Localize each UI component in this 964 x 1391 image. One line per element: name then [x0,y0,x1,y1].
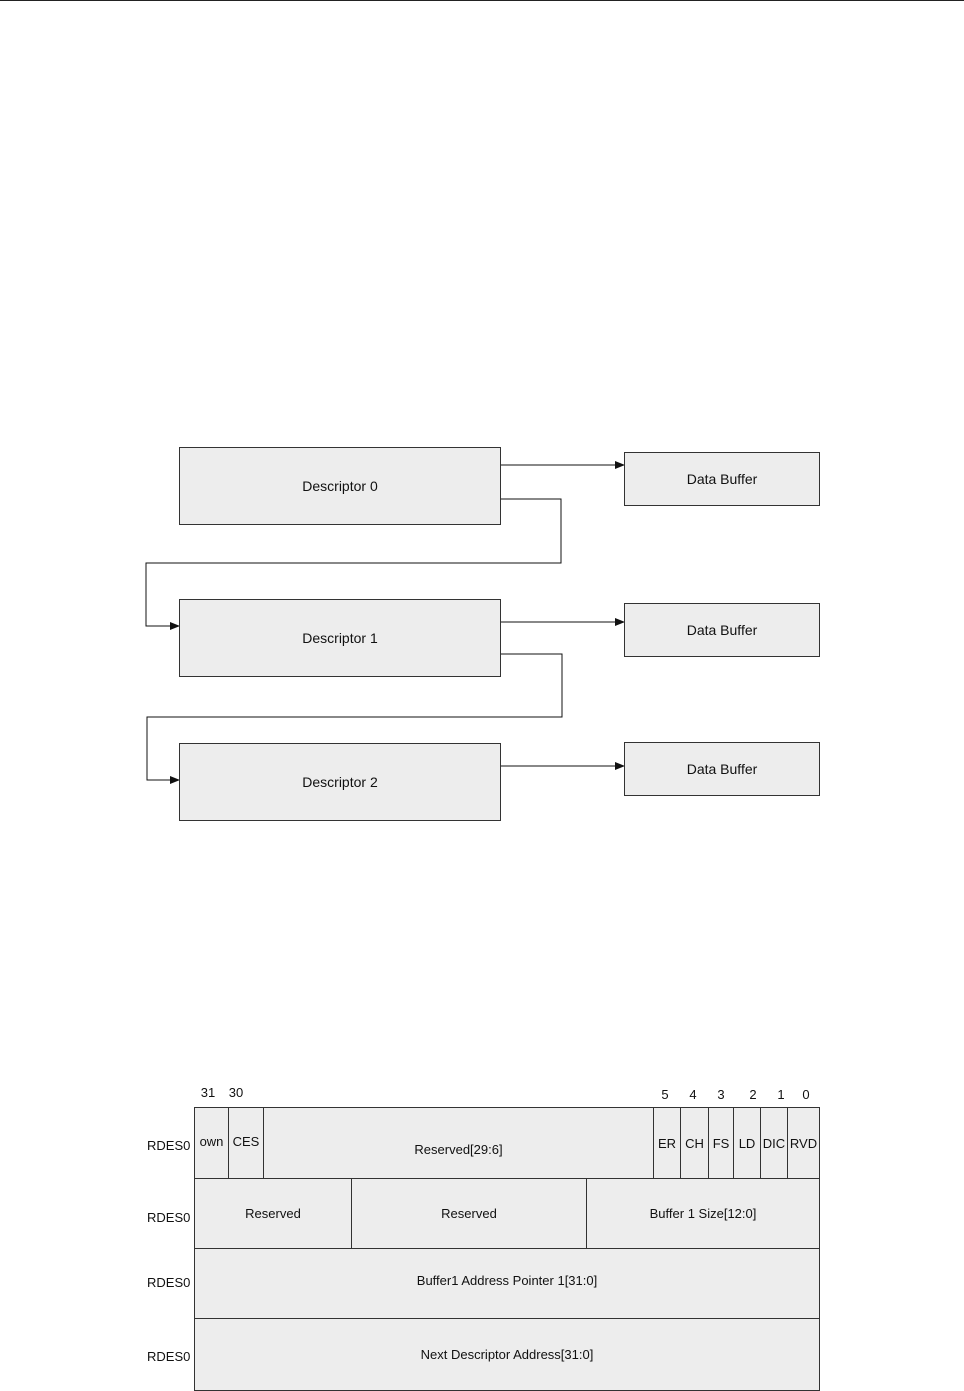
data-buffer-0-label: Data Buffer [686,471,758,487]
row-label-3: RDES0 [147,1349,191,1364]
field-ch: CH [680,1107,709,1179]
field-dic: DIC [760,1107,788,1179]
descriptor-0-box: Descriptor 0 [179,447,501,525]
descriptor-1-label: Descriptor 1 [302,630,378,646]
bit-number-3: 3 [717,1087,725,1102]
field-ld: LD [733,1107,761,1179]
descriptor-2-box: Descriptor 2 [179,743,501,821]
descriptor-0-label: Descriptor 0 [302,478,378,494]
data-buffer-2-label: Data Buffer [686,761,758,777]
chain-desc0-desc1 [145,498,562,630]
field-buffer1-address-pointer: Buffer1 Address Pointer 1[31:0] [194,1248,820,1319]
row-label-0: RDES0 [147,1138,191,1153]
field-reserved-b: Reserved [351,1178,587,1249]
bit-number-1: 1 [777,1087,785,1102]
bit-number-0: 0 [802,1087,810,1102]
field-er: ER [653,1107,681,1179]
field-own: own [194,1107,229,1179]
descriptor-2-label: Descriptor 2 [302,774,378,790]
chain-desc1-desc2 [146,653,563,784]
data-buffer-1-label: Data Buffer [686,622,758,638]
field-reserved-a: Reserved [194,1178,352,1249]
bit-number-31: 31 [200,1085,216,1100]
field-buffer1-size: Buffer 1 Size[12:0] [586,1178,820,1249]
bit-number-4: 4 [689,1087,697,1102]
field-rvd: RVD [787,1107,820,1179]
page-top-rule [0,0,964,1]
bit-number-5: 5 [661,1087,669,1102]
data-buffer-0-box: Data Buffer [624,452,820,506]
register-table: own CES Reserved[29:6] ER CH FS LD DIC R… [194,1107,820,1391]
data-buffer-2-box: Data Buffer [624,742,820,796]
field-ces: CES [228,1107,264,1179]
row-label-1: RDES0 [147,1210,191,1225]
row-label-2: RDES0 [147,1275,191,1290]
field-reserved-29-6: Reserved[29:6] [263,1107,654,1179]
field-next-descriptor-address: Next Descriptor Address[31:0] [194,1318,820,1391]
descriptor-1-box: Descriptor 1 [179,599,501,677]
bit-number-30: 30 [228,1085,244,1100]
field-fs: FS [708,1107,734,1179]
data-buffer-1-box: Data Buffer [624,603,820,657]
bit-number-2: 2 [749,1087,757,1102]
